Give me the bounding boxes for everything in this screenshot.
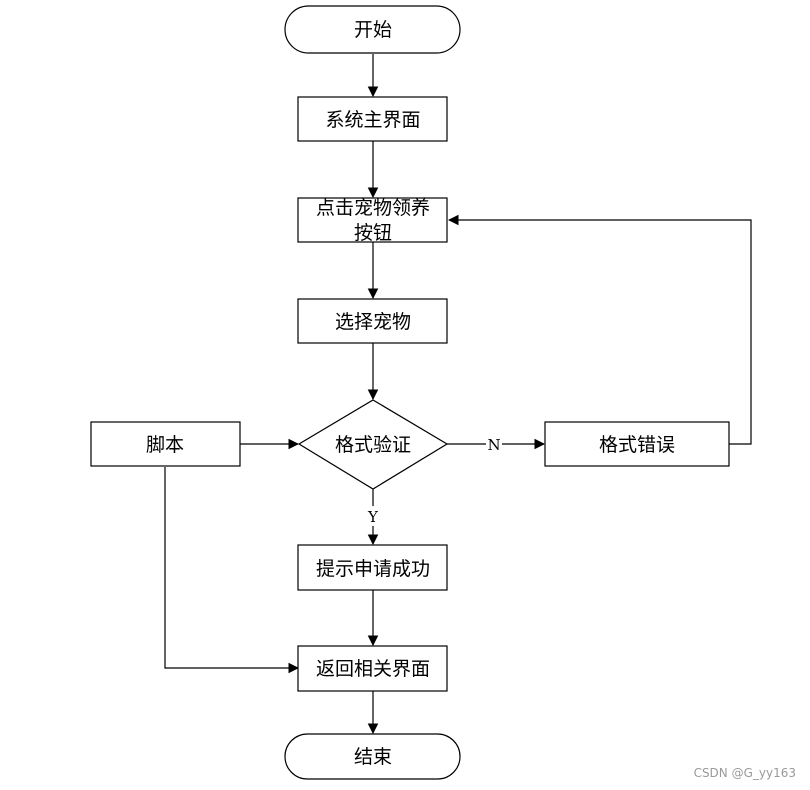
click-adopt-button-label-line1: 点击宠物领养 (316, 197, 430, 219)
watermark: CSDN @G_yy163 (693, 766, 796, 780)
edge-script-to-return (164, 467, 300, 674)
script-node-label: 脚本 (146, 434, 184, 456)
edge-label-no: N (487, 436, 500, 454)
end-node-label: 结束 (354, 746, 392, 768)
return-ui-node (297, 645, 448, 692)
click-adopt-button-node (297, 197, 448, 243)
main-ui-node (297, 96, 448, 142)
format-error-node-label: 格式错误 (599, 434, 675, 456)
format-check-decision (297, 399, 449, 490)
start-node-label: 开始 (354, 19, 392, 41)
edge-error-to-click (447, 214, 752, 445)
apply-success-node-label: 提示申请成功 (316, 558, 430, 580)
apply-success-node (297, 544, 448, 591)
click-adopt-button-label-line2: 按钮 (354, 222, 392, 244)
select-pet-node-label: 选择宠物 (335, 311, 411, 333)
main-ui-node-label: 系统主界面 (325, 109, 420, 131)
edge-label-yes: Y (367, 508, 379, 526)
format-error-node (544, 421, 730, 467)
select-pet-node (297, 298, 448, 344)
script-node (90, 421, 241, 467)
start-node (284, 5, 461, 54)
end-node (284, 733, 461, 780)
format-check-decision-label: 格式验证 (335, 434, 411, 456)
return-ui-node-label: 返回相关界面 (316, 658, 430, 680)
